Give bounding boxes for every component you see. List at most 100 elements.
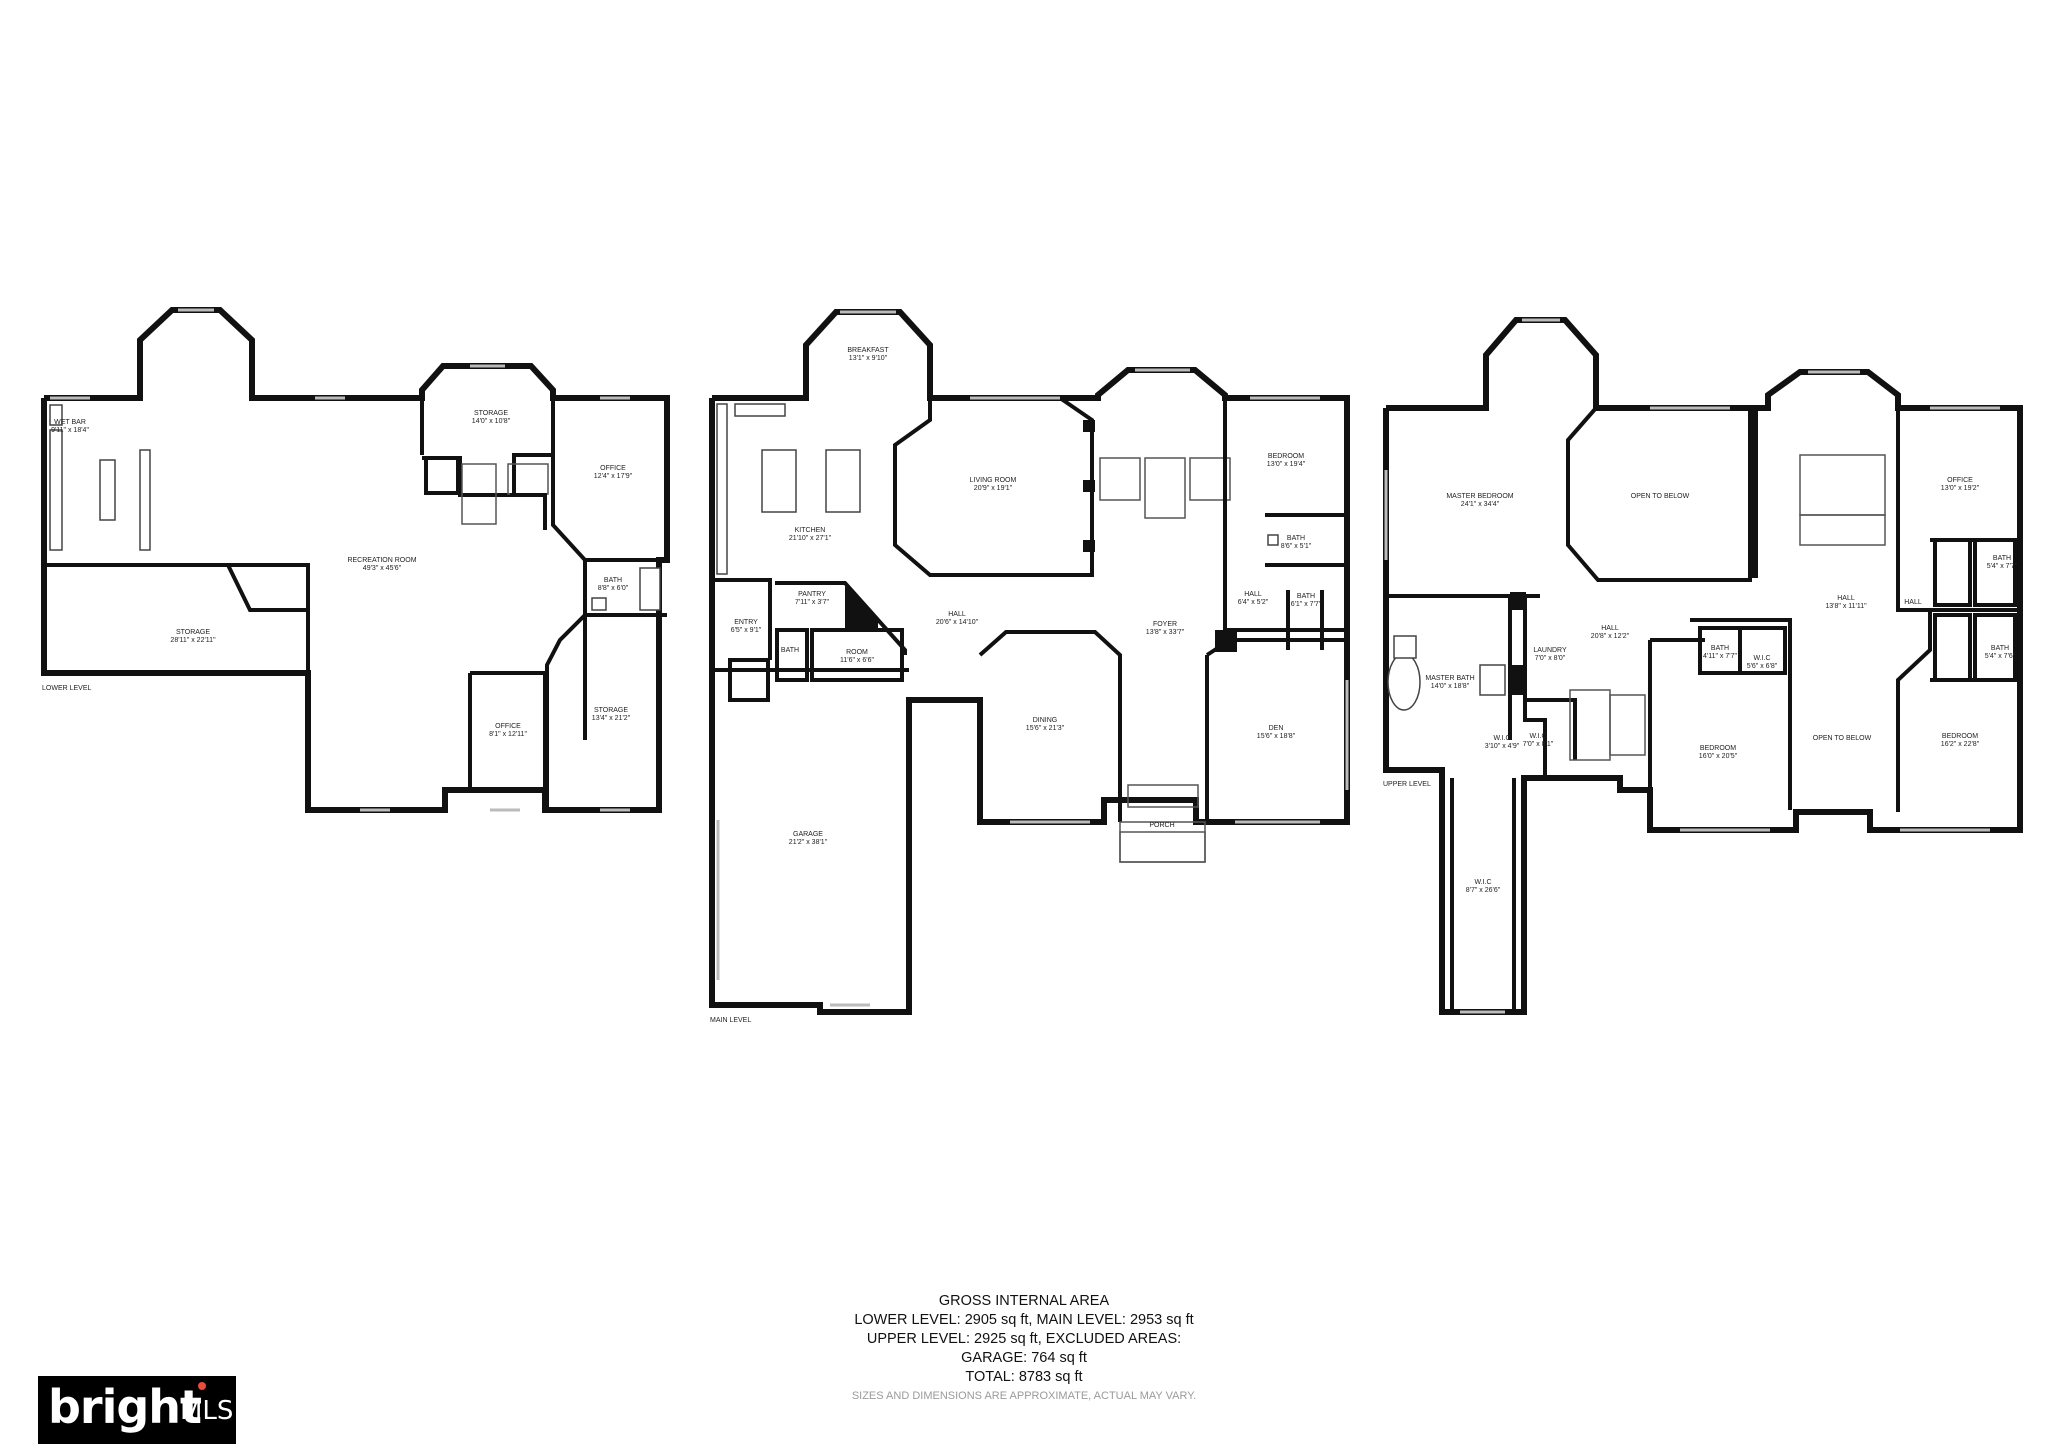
lower-level-plan xyxy=(41,307,670,813)
level-label: LOWER LEVEL xyxy=(42,685,92,692)
room-label: HALL xyxy=(1904,599,1922,606)
area-disclaimer: SIZES AND DIMENSIONS ARE APPROXIMATE, AC… xyxy=(851,1390,1197,1402)
room-dim: 13'8" x 11'11" xyxy=(1825,603,1867,610)
room-label: BEDROOM xyxy=(1942,733,1978,740)
room-label: HALL xyxy=(1601,625,1619,632)
area-line: LOWER LEVEL: 2905 sq ft, MAIN LEVEL: 295… xyxy=(854,1312,1194,1328)
main-stairs xyxy=(1099,457,1231,519)
room-dim: 13'1" x 9'10" xyxy=(849,355,888,362)
main-level-outer-wall xyxy=(709,309,1350,1015)
room-label: ENTRY xyxy=(734,619,758,626)
area-line: GARAGE: 764 sq ft xyxy=(961,1350,1087,1366)
room-label: W.I.C xyxy=(1753,655,1770,662)
room-dim: 3'10" x 4'9" xyxy=(1485,743,1520,750)
room-dim: 28'11" x 22'11" xyxy=(170,637,216,644)
room-label: PORCH xyxy=(1149,822,1174,829)
room-dim: 8'7" x 26'6" xyxy=(1466,887,1501,894)
room-label: OFFICE xyxy=(1947,477,1973,484)
room-label: MASTER BATH xyxy=(1425,675,1474,682)
level-label: UPPER LEVEL xyxy=(1383,781,1431,788)
room-label: WET BAR xyxy=(54,419,86,426)
room-dim: 13'0" x 19'2" xyxy=(1941,485,1980,492)
room-dim: 7'11" x 3'7" xyxy=(795,599,829,606)
room-dim: 8'6" x 5'1" xyxy=(1281,543,1312,550)
room-dim: 16'2" x 22'8" xyxy=(1941,741,1980,748)
logo-dot-icon xyxy=(198,1382,206,1390)
room-dim: 6'5" x 9'1" xyxy=(731,627,762,634)
room-label: HALL xyxy=(948,611,966,618)
room-dim: 14'0" x 18'8" xyxy=(1431,683,1470,690)
room-dim: 8'1" x 12'11" xyxy=(489,731,527,738)
room-label: MASTER BEDROOM xyxy=(1446,493,1513,500)
room-label: HALL xyxy=(1244,591,1262,598)
room-label: BEDROOM xyxy=(1700,745,1736,752)
room-label: DINING xyxy=(1033,717,1058,724)
room-dim: 13'4" x 21'2" xyxy=(592,715,631,722)
room-label: BREAKFAST xyxy=(847,347,889,354)
room-dim: 15'6" x 18'8" xyxy=(1257,733,1296,740)
room-label: BATH xyxy=(1711,645,1729,652)
logo-brand: bright xyxy=(48,1380,202,1434)
room-label: HALL xyxy=(1837,595,1855,602)
room-label: RECREATION ROOM xyxy=(347,557,416,564)
room-label: FOYER xyxy=(1153,621,1177,628)
room-dim: 6'4" x 5'2" xyxy=(1238,599,1269,606)
room-dim: 7'0" x 8'0" xyxy=(1535,655,1566,662)
room-label: STORAGE xyxy=(594,707,628,714)
room-label: BATH xyxy=(781,647,799,654)
room-label: BATH xyxy=(1287,535,1305,542)
room-label: W.I.C xyxy=(1474,879,1491,886)
room-dim: 15'6" x 21'3" xyxy=(1026,725,1065,732)
room-label: GARAGE xyxy=(793,831,823,838)
room-dim: 6'1" x 7'7" xyxy=(1291,601,1322,608)
room-label: OPEN TO BELOW xyxy=(1631,493,1690,500)
room-dim: 5'4" x 7'6" xyxy=(1985,653,2016,660)
upper-level-outer-wall xyxy=(1383,317,2023,1015)
room-label: OPEN TO BELOW xyxy=(1813,735,1872,742)
room-label: BATH xyxy=(1993,555,2011,562)
area-line: TOTAL: 8783 sq ft xyxy=(965,1369,1083,1385)
main-level-plan xyxy=(709,309,1350,1015)
room-label: BATH xyxy=(1297,593,1315,600)
room-dim: 20'9" x 19'1" xyxy=(974,485,1013,492)
room-label: ROOM xyxy=(846,649,868,656)
room-label: OFFICE xyxy=(600,465,626,472)
room-labels: WET BAR 9'11" x 18'4" STORAGE 14'0" x 10… xyxy=(42,347,2018,1024)
room-dim: 13'8" x 33'7" xyxy=(1146,629,1185,636)
area-title: GROSS INTERNAL AREA xyxy=(938,1293,1110,1309)
room-dim: 20'6" x 14'10" xyxy=(936,619,979,626)
room-dim: 13'0" x 19'4" xyxy=(1267,461,1306,468)
room-label: LIVING ROOM xyxy=(970,477,1017,484)
room-dim: 4'11" x 7'7" xyxy=(1703,653,1737,660)
room-dim: 11'6" x 6'6" xyxy=(840,657,874,664)
room-label: BATH xyxy=(604,577,622,584)
room-dim: 5'6" x 6'8" xyxy=(1747,663,1778,670)
room-label: DEN xyxy=(1269,725,1284,732)
upper-stairs xyxy=(1609,454,1886,756)
room-label: OFFICE xyxy=(495,723,521,730)
room-dim: 16'0" x 20'5" xyxy=(1699,753,1738,760)
room-label: BEDROOM xyxy=(1268,453,1304,460)
room-label: W.I.C xyxy=(1529,733,1546,740)
room-label: PANTRY xyxy=(798,591,826,598)
room-dim: 21'2" x 38'1" xyxy=(789,839,828,846)
bright-mls-logo: bright MLS xyxy=(38,1376,236,1444)
room-dim: 14'0" x 10'8" xyxy=(472,418,511,425)
room-dim: 12'4" x 17'9" xyxy=(594,473,633,480)
level-label: MAIN LEVEL xyxy=(710,1017,751,1024)
room-dim: 5'4" x 7'7" xyxy=(1987,563,2018,570)
room-label: LAUNDRY xyxy=(1533,647,1567,654)
gross-area-summary: GROSS INTERNAL AREA LOWER LEVEL: 2905 sq… xyxy=(724,1292,1324,1404)
room-dim: 21'10" x 27'1" xyxy=(789,535,832,542)
room-dim: 24'1" x 34'4" xyxy=(1461,501,1500,508)
room-label: STORAGE xyxy=(474,410,508,417)
area-line: UPPER LEVEL: 2925 sq ft, EXCLUDED AREAS: xyxy=(866,1331,1182,1347)
room-dim: 9'11" x 18'4" xyxy=(51,427,89,434)
room-label: BATH xyxy=(1991,645,2009,652)
room-label: STORAGE xyxy=(176,629,210,636)
upper-level-plan xyxy=(1383,317,2023,1015)
room-label: W.I.C xyxy=(1493,735,1510,742)
room-dim: 8'8" x 6'0" xyxy=(598,585,629,592)
room-dim: 7'0" x 8'1" xyxy=(1523,741,1554,748)
